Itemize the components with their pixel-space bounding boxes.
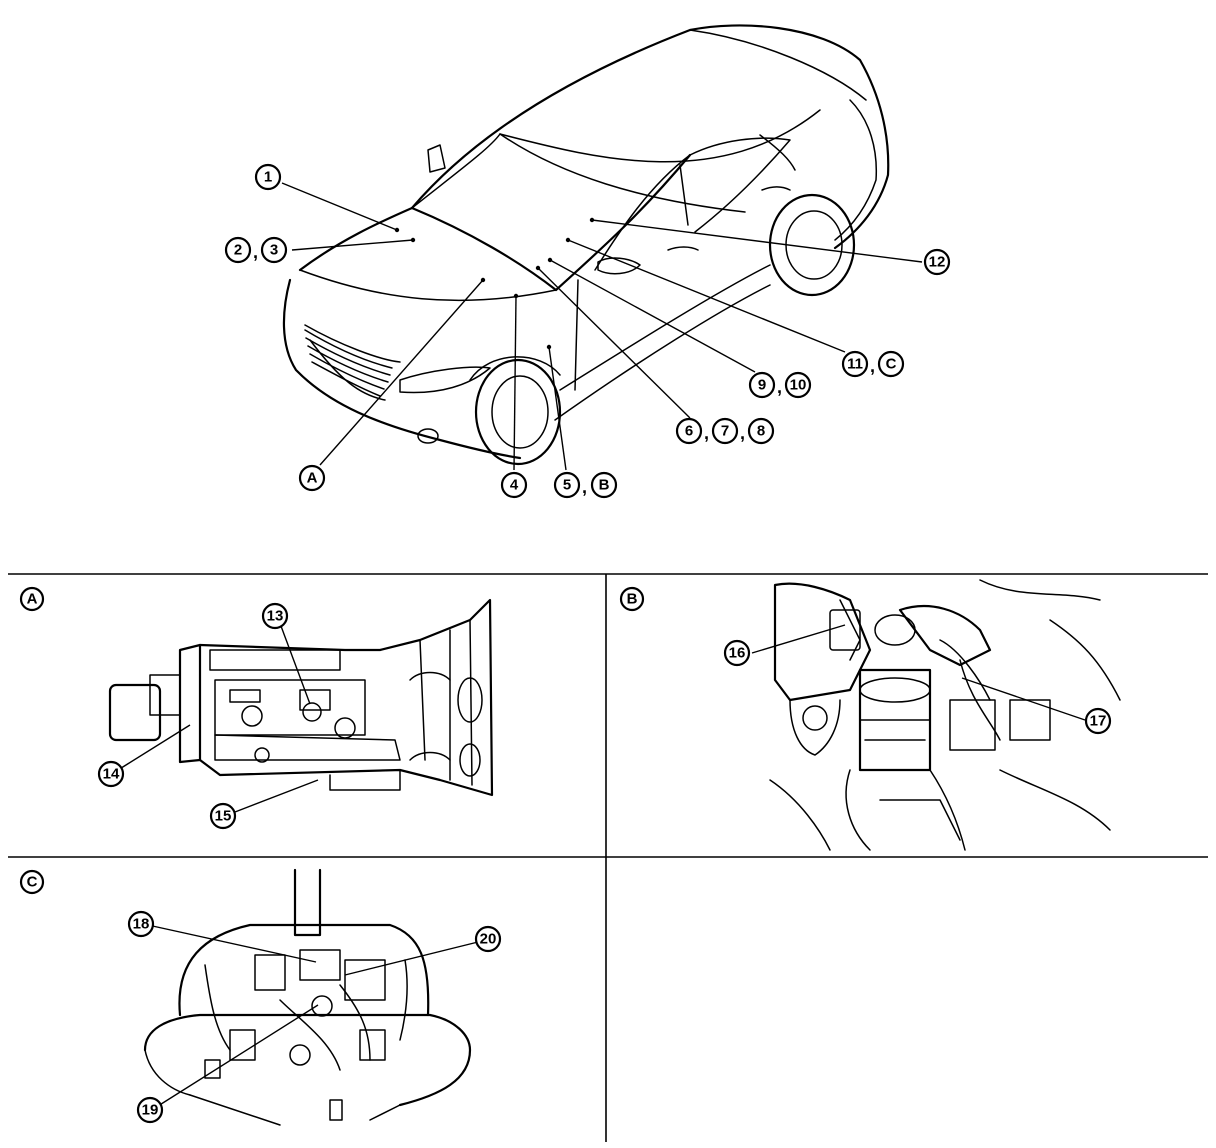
callout-5: 5 (553, 471, 581, 499)
engine-compartment-drawing (769, 579, 1121, 851)
callout-16: 16 (723, 639, 751, 667)
svg-text:B: B (627, 591, 638, 608)
svg-text:C: C (886, 356, 897, 373)
callout-3: 3 (260, 236, 288, 264)
svg-text:8: 8 (757, 423, 765, 440)
svg-text:4: 4 (510, 477, 519, 494)
callout-11: 11 (841, 350, 869, 378)
callout-15: 15 (209, 802, 237, 830)
svg-text:5: 5 (563, 477, 571, 494)
callout-6: 6 (675, 417, 703, 445)
callout-19: 19 (136, 1096, 164, 1124)
shift-lever-drawing (143, 868, 472, 1126)
panel-label-b: B (619, 586, 645, 612)
callout-13: 13 (261, 602, 289, 630)
callout-9: 9 (748, 371, 776, 399)
separator: , (777, 377, 782, 397)
panel-label-a: A (19, 586, 45, 612)
callout-8: 8 (747, 417, 775, 445)
separator: , (704, 423, 709, 443)
callout-1: 1 (254, 163, 282, 191)
svg-text:C: C (27, 874, 38, 891)
svg-text:17: 17 (1090, 713, 1107, 730)
svg-text:19: 19 (142, 1102, 159, 1119)
callout-17: 17 (1084, 707, 1112, 735)
separator: , (582, 477, 587, 497)
vehicle-overview-drawing (282, 24, 890, 466)
overview-leader-lines (281, 182, 923, 471)
svg-text:2: 2 (234, 242, 242, 259)
panel-label-c: C (19, 869, 45, 895)
callout-20: 20 (474, 925, 502, 953)
svg-text:15: 15 (215, 808, 232, 825)
callout-7: 7 (711, 417, 739, 445)
svg-text:14: 14 (103, 766, 120, 783)
callout-detail-a: A (298, 464, 326, 492)
detail-grid (8, 573, 1208, 1142)
separator: , (870, 356, 875, 376)
svg-text:13: 13 (267, 608, 284, 625)
svg-text:7: 7 (721, 423, 729, 440)
svg-text:9: 9 (758, 377, 766, 394)
svg-text:6: 6 (685, 423, 693, 440)
svg-text:1: 1 (264, 169, 272, 186)
separator: , (253, 242, 258, 262)
transmission-drawing (108, 598, 494, 797)
svg-text:B: B (599, 477, 610, 494)
svg-text:12: 12 (929, 254, 946, 271)
svg-text:18: 18 (133, 916, 150, 933)
callout-14: 14 (97, 760, 125, 788)
callout-2: 2 (224, 236, 252, 264)
callout-18: 18 (127, 910, 155, 938)
callout-detail-c: C (877, 350, 905, 378)
svg-text:A: A (27, 591, 38, 608)
svg-text:3: 3 (270, 242, 278, 259)
callout-10: 10 (784, 371, 812, 399)
svg-text:20: 20 (480, 931, 497, 948)
svg-text:10: 10 (790, 377, 807, 394)
svg-text:A: A (307, 470, 318, 487)
svg-text:11: 11 (847, 356, 863, 373)
separator: , (740, 423, 745, 443)
callout-12: 12 (923, 248, 951, 276)
svg-text:16: 16 (729, 645, 746, 662)
callout-detail-b: B (590, 471, 618, 499)
callout-4: 4 (500, 471, 528, 499)
